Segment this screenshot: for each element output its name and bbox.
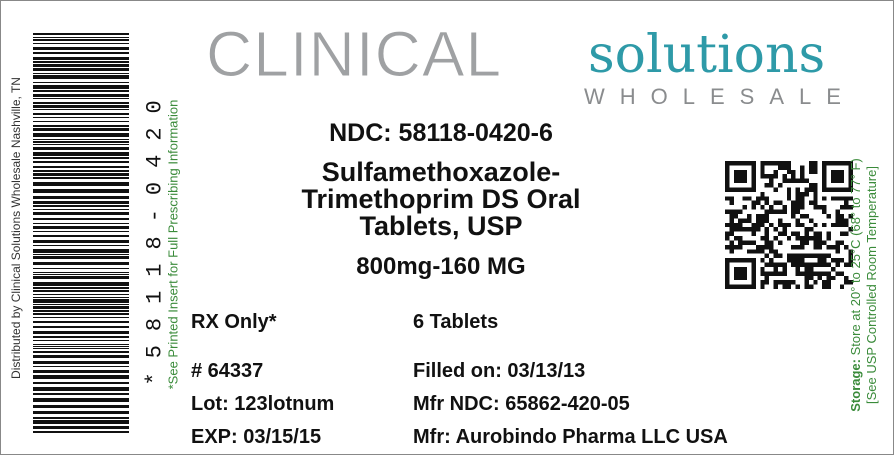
logo-wholesale-text: WHOLESALE bbox=[584, 84, 856, 109]
drug-strength: 800mg-160 MG bbox=[356, 253, 526, 280]
rx-number: # 64337 bbox=[191, 360, 264, 382]
filled-on-date: Filled on: 03/13/13 bbox=[413, 360, 586, 382]
storage-label: Storage: bbox=[848, 359, 863, 412]
drug-name-line-3: Tablets, USP bbox=[359, 211, 523, 241]
storage-note: [See USP Controlled Room Temperature] bbox=[864, 166, 879, 404]
barcode-digits: *58118-0420 bbox=[142, 86, 168, 386]
expiration-date: EXP: 03/15/15 bbox=[191, 426, 322, 448]
manufacturer-ndc: Mfr NDC: 65862-420-05 bbox=[413, 393, 630, 415]
drug-name: Sulfamethoxazole- Trimethoprim DS Oral T… bbox=[191, 159, 691, 240]
logo-clinical-text: CLINICAL bbox=[205, 18, 503, 90]
clinical-solutions-logo: CLINICAL solutions WHOLESALE bbox=[205, 18, 866, 109]
distributor-text: Distributed by Clinical Solutions Wholes… bbox=[9, 77, 23, 379]
lot-number: Lot: 123lotnum bbox=[191, 393, 335, 415]
ndc-number: NDC: 58118-0420-6 bbox=[329, 119, 553, 147]
storage-temperature: Store at 20° to 25°C (68° to 77° F) bbox=[848, 158, 863, 356]
logo-solutions-text: solutions bbox=[588, 25, 826, 85]
drug-name-line-2: Trimethoprim DS Oral bbox=[301, 184, 581, 214]
drug-name-line-1: Sulfamethoxazole- bbox=[321, 157, 561, 187]
rx-only: RX Only* bbox=[191, 311, 277, 333]
barcode bbox=[33, 33, 129, 433]
manufacturer: Mfr: Aurobindo Pharma LLC USA bbox=[413, 426, 728, 448]
prescribing-info-note: *See Printed Insert for Full Prescribing… bbox=[165, 99, 181, 390]
qr-code bbox=[725, 161, 853, 289]
storage-instructions: Storage: Store at 20° to 25°C (68° to 77… bbox=[848, 105, 880, 454]
tablet-quantity: 6 Tablets bbox=[413, 311, 499, 333]
